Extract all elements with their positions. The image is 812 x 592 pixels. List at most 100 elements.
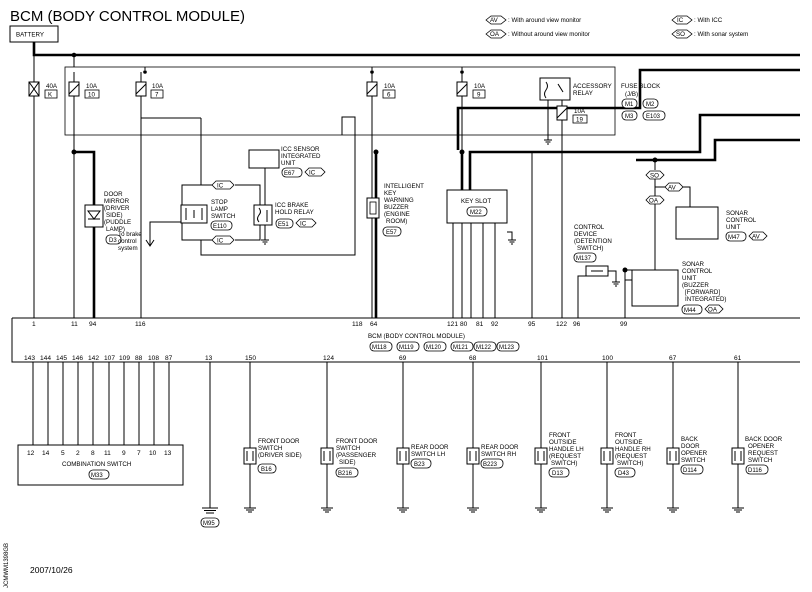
svg-text:E103: E103 — [646, 114, 661, 120]
fuse-10a-6: 10A 6 — [366, 81, 396, 99]
svg-text:FRONT DOOR: FRONT DOOR — [336, 438, 378, 445]
svg-text:INTELLIGENT: INTELLIGENT — [384, 183, 424, 190]
bcm-pin: 122 — [556, 321, 567, 328]
svg-text:M121: M121 — [453, 345, 469, 351]
bcm-pin: 145 — [56, 355, 67, 362]
svg-text:10A: 10A — [574, 108, 586, 115]
back-door-opener-switch: BACK DOOR OPENER SWITCH D114 — [666, 362, 708, 513]
svg-text:10: 10 — [88, 92, 95, 99]
oa-tag: OA — [645, 195, 665, 205]
accessory-relay: ACCESSORY RELAY — [539, 77, 612, 145]
svg-text:9: 9 — [477, 92, 481, 99]
bcm-pin: 101 — [537, 355, 548, 362]
bcm-pin: 69 — [399, 355, 407, 362]
svg-text:(DETENTION: (DETENTION — [574, 238, 612, 245]
svg-text:40A: 40A — [46, 83, 58, 90]
front-outside-handle-lh: FRONT OUTSIDE HANDLE LH (REQUEST SWITCH)… — [534, 362, 584, 513]
svg-text:SWITCH: SWITCH — [211, 213, 235, 220]
bcm-pin: 150 — [245, 355, 256, 362]
svg-text:SO: SO — [650, 173, 659, 180]
legend-item-so: SO : With sonar system — [671, 29, 748, 39]
bcm-connector-list: M118 M119 M120 M121 M122 M123 — [369, 341, 520, 352]
svg-text:SONAR: SONAR — [726, 210, 749, 217]
legend-text: : Without around view monitor — [508, 31, 590, 38]
sonar-control-unit-oa: SONAR CONTROL UNIT (BUZZER [FORWARD] INT… — [631, 261, 726, 315]
bcm-pin: 68 — [469, 355, 477, 362]
bcm-pin: 116 — [135, 321, 146, 328]
svg-text:(BUZZER: (BUZZER — [682, 282, 709, 289]
combo-pin: 2 — [76, 450, 80, 457]
combo-pin: 13 — [164, 450, 172, 457]
combo-pin: 11 — [104, 450, 111, 457]
svg-text:KEY SLOT: KEY SLOT — [461, 198, 491, 205]
svg-text:OPENER: OPENER — [748, 443, 775, 450]
combo-pin: 14 — [42, 450, 50, 457]
svg-text:B23: B23 — [414, 462, 425, 468]
svg-text:STOP: STOP — [211, 199, 228, 206]
bcm-pin: 96 — [573, 321, 581, 328]
bcm-pin: 92 — [491, 321, 499, 328]
bcm-pin: 67 — [669, 355, 677, 362]
svg-text:E67: E67 — [284, 171, 295, 177]
svg-text:HANDLE LH: HANDLE LH — [549, 446, 584, 453]
bcm-pin: 108 — [148, 355, 159, 362]
svg-text:BUZZER: BUZZER — [384, 204, 409, 211]
ic-tag-lower: IC — [211, 235, 235, 245]
bcm-pin: 121 — [447, 321, 458, 328]
key-warning-buzzer: INTELLIGENT KEY WARNING BUZZER (ENGINE R… — [366, 183, 424, 237]
svg-text:7: 7 — [155, 92, 159, 99]
diagram-code: JCMWM1398GB — [4, 543, 10, 588]
bcm-pin: 100 — [602, 355, 613, 362]
combo-pin: 10 — [149, 450, 157, 457]
svg-text:control: control — [118, 238, 137, 245]
svg-text:10A: 10A — [86, 83, 98, 90]
sonar-control-unit-av: SONAR CONTROL UNIT M47 AV — [675, 206, 768, 242]
combo-pin: 7 — [137, 450, 141, 457]
right-bus-3 — [636, 138, 800, 162]
svg-text:M120: M120 — [426, 345, 442, 351]
door-mirror-puddle-lamp: DOOR MIRROR (DRIVER SIDE) (PUDDLE LAMP) … — [84, 191, 131, 245]
bcm-pin: 11 — [71, 321, 78, 328]
svg-text:SIDE): SIDE) — [339, 459, 356, 466]
battery-label: BATTERY — [16, 32, 44, 39]
svg-text:REAR DOOR: REAR DOOR — [411, 444, 449, 451]
combo-pin: 12 — [27, 450, 35, 457]
svg-text:(DRIVER: (DRIVER — [104, 205, 130, 212]
bcm-pin: 80 — [460, 321, 468, 328]
icc-brake-hold-relay: ICC BRAKE HOLD RELAY E51 IC — [253, 202, 317, 229]
svg-text:M1: M1 — [625, 102, 634, 108]
svg-text:FRONT DOOR: FRONT DOOR — [258, 438, 300, 445]
bcm-pin: 13 — [205, 355, 213, 362]
svg-text:DOOR: DOOR — [104, 191, 123, 198]
bcm-pin: 87 — [165, 355, 173, 362]
svg-text:UNIT: UNIT — [682, 275, 697, 282]
svg-text:SIDE): SIDE) — [106, 212, 123, 219]
fuse-40a: 40A K — [28, 81, 58, 99]
svg-text:IC: IC — [217, 238, 224, 245]
combo-pin: 8 — [91, 450, 95, 457]
svg-text:SONAR: SONAR — [682, 261, 705, 268]
svg-text:KEY: KEY — [384, 190, 396, 197]
control-device-detention-switch: CONTROL DEVICE (DETENTION SWITCH) M137 — [573, 224, 620, 318]
combo-pin: 5 — [61, 450, 65, 457]
svg-text:SWITCH RH: SWITCH RH — [481, 451, 516, 458]
bcm-pin: 107 — [104, 355, 115, 362]
svg-text:DEVICE: DEVICE — [574, 231, 597, 238]
svg-text:ICC BRAKE: ICC BRAKE — [275, 202, 308, 209]
svg-text:M44: M44 — [684, 308, 696, 314]
svg-text:B216: B216 — [338, 471, 353, 477]
svg-text:(REQUEST: (REQUEST — [549, 453, 581, 460]
svg-text:(ENGINE: (ENGINE — [384, 211, 410, 218]
svg-text:M22: M22 — [470, 210, 482, 216]
svg-text:SWITCH: SWITCH — [681, 457, 705, 464]
bcm-module: BCM (BODY CONTROL MODULE) M118 M119 M120… — [11, 317, 800, 363]
front-outside-handle-rh: FRONT OUTSIDE HANDLE RH (REQUEST SWITCH)… — [600, 362, 651, 513]
svg-text:M137: M137 — [576, 256, 592, 262]
legend-item-av: AV : With around view monitor — [485, 15, 581, 25]
svg-text:(PASSENGER: (PASSENGER — [336, 452, 377, 459]
bcm-pin: 94 — [89, 321, 97, 328]
svg-text:REAR DOOR: REAR DOOR — [481, 444, 519, 451]
legend-text: : With sonar system — [694, 31, 748, 38]
svg-text:CONTROL: CONTROL — [574, 224, 605, 231]
svg-text:M119: M119 — [399, 345, 414, 351]
